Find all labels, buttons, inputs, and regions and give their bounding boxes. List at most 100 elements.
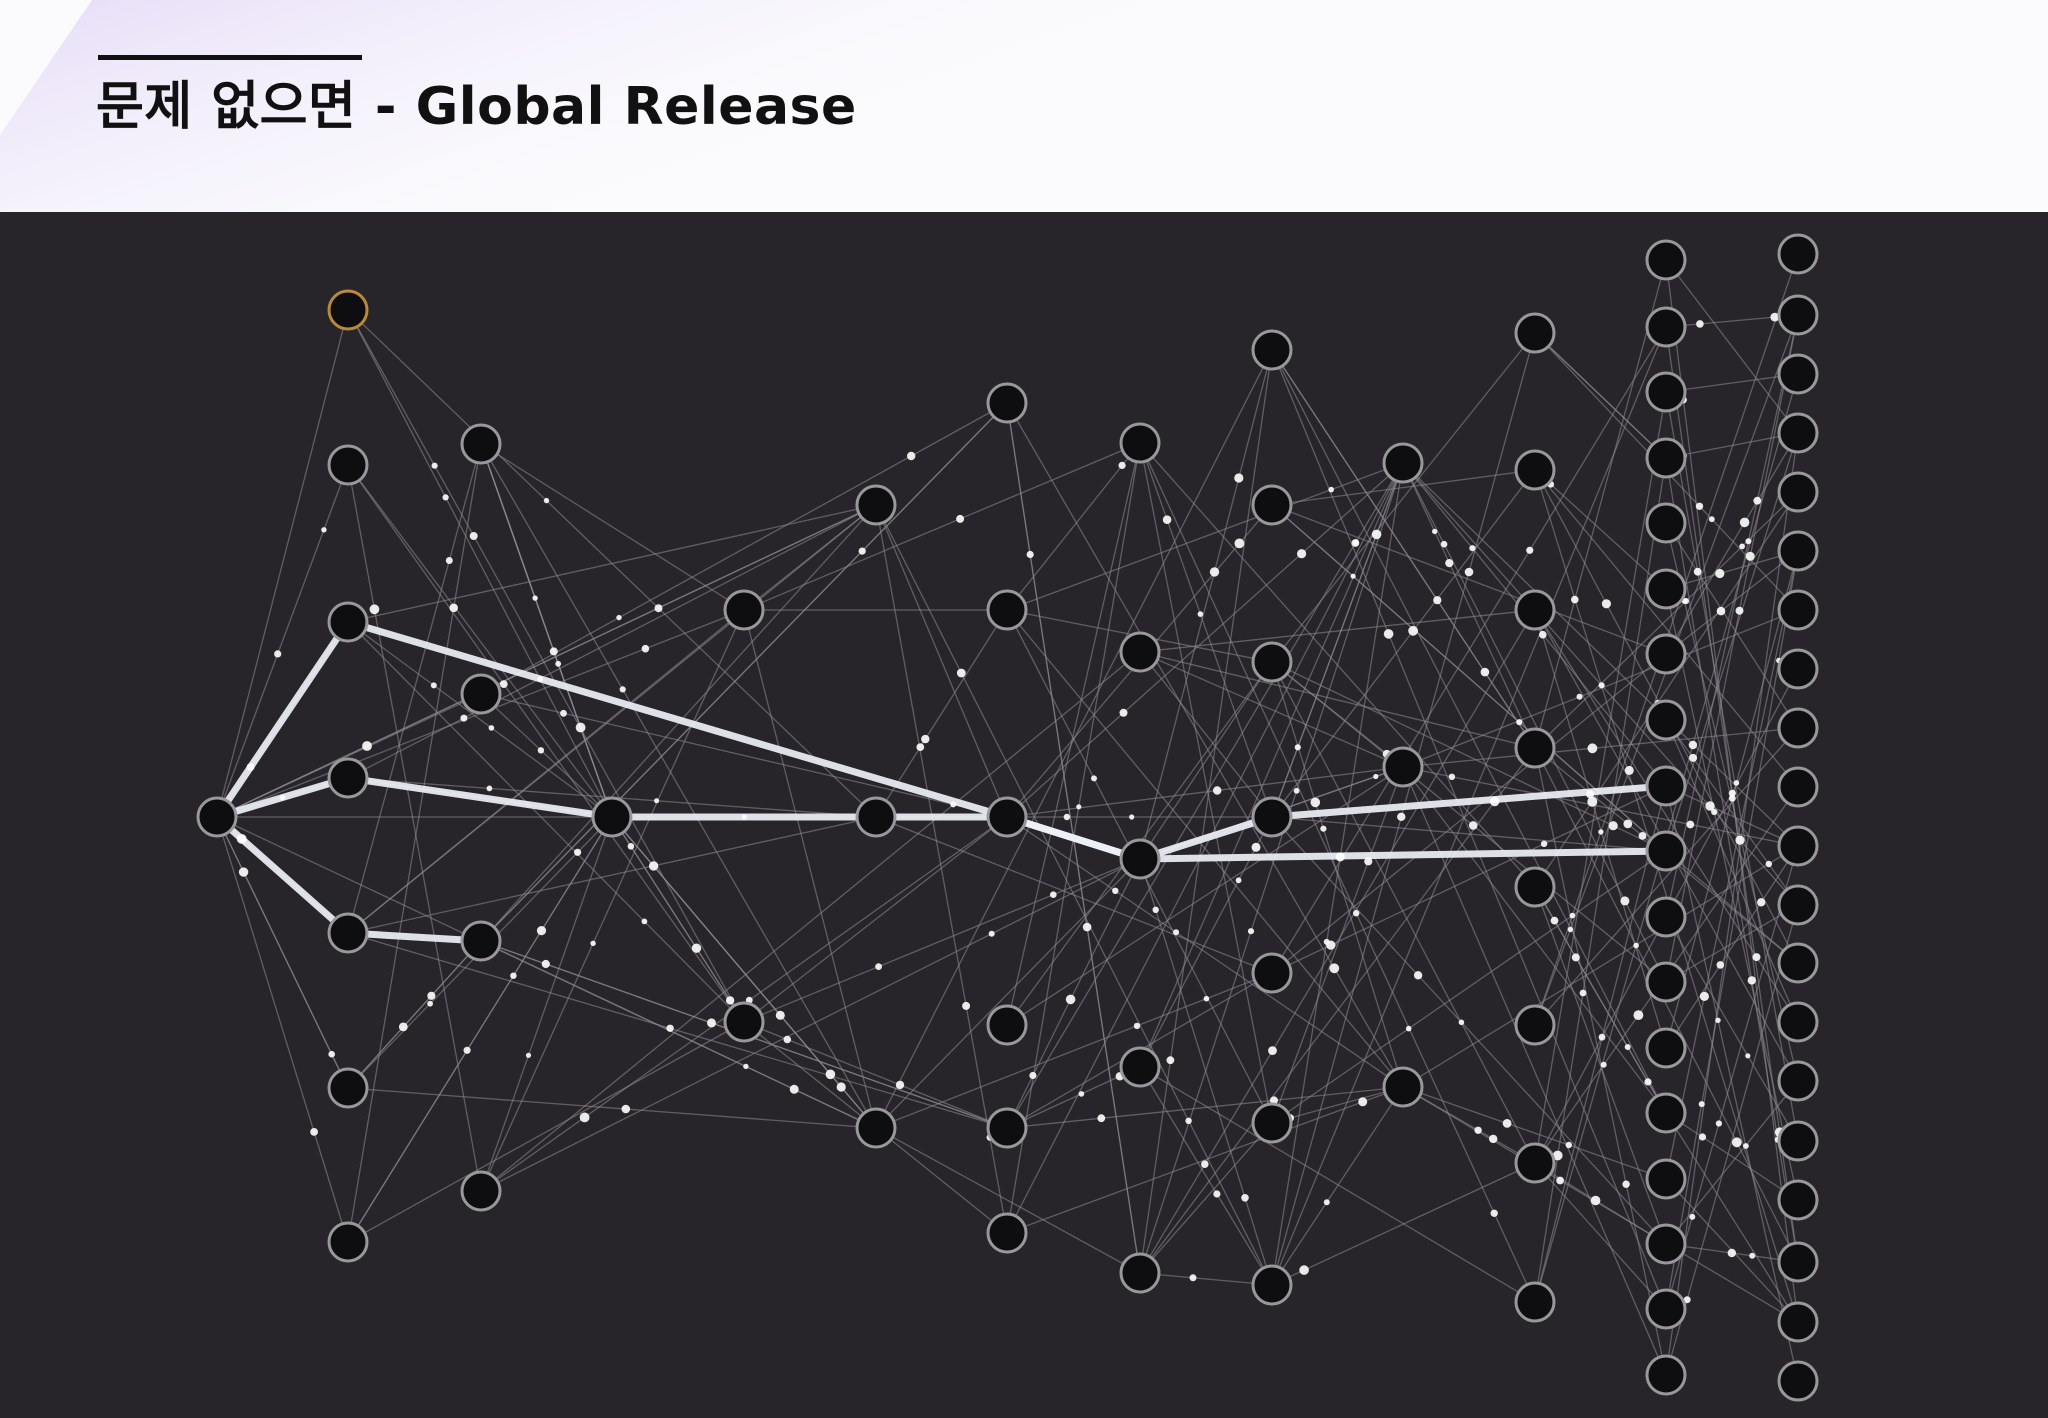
data-particle <box>1397 812 1406 821</box>
data-particle <box>1065 994 1076 1005</box>
graph-edge <box>480 443 877 1129</box>
graph-edge <box>1006 858 1141 1129</box>
graph-node <box>1777 884 1819 926</box>
graph-edge <box>347 621 613 818</box>
graph-node <box>1119 1046 1161 1088</box>
graph-node <box>1645 371 1687 413</box>
graph-node <box>986 1212 1028 1254</box>
graph-edge <box>1402 462 1799 847</box>
data-particle <box>1408 625 1418 636</box>
graph-node <box>1514 449 1556 491</box>
graph-node <box>1645 1158 1687 1200</box>
graph-node <box>1645 306 1687 348</box>
data-particle <box>1743 1143 1749 1149</box>
data-particle <box>1373 773 1379 780</box>
data-particle <box>1189 1274 1197 1282</box>
graph-edge <box>1665 785 1799 1382</box>
data-particle <box>1745 551 1755 561</box>
graph-edge <box>1271 504 1667 655</box>
data-particle <box>1698 1133 1707 1141</box>
graph-edge <box>1271 462 1404 818</box>
data-particle <box>1241 1194 1249 1202</box>
graph-edge <box>347 309 745 1023</box>
data-particle <box>789 1084 799 1094</box>
graph-edge <box>1271 766 1404 1124</box>
graph-edge <box>875 504 1008 1234</box>
graph-edge <box>1402 609 1799 768</box>
graph-edge <box>347 464 745 1023</box>
data-particle <box>1622 1180 1630 1188</box>
graph-node <box>723 1001 765 1043</box>
data-particle <box>369 604 380 615</box>
graph-edge <box>1665 785 1799 847</box>
graph-edge <box>1139 462 1404 1274</box>
graph-edge <box>1006 462 1404 818</box>
graph-edge <box>1534 1162 1667 1310</box>
data-particle <box>1353 910 1360 917</box>
data-particle <box>1464 567 1474 577</box>
data-particle <box>1728 789 1736 797</box>
graph-node <box>1645 437 1687 479</box>
graph-node <box>460 920 502 962</box>
graph-edge <box>1271 661 1536 1164</box>
data-particle <box>1433 596 1442 605</box>
graph-edge <box>1402 766 1667 1376</box>
graph-edge <box>480 816 613 1192</box>
graph-node <box>1777 1001 1819 1043</box>
graph-node <box>1777 707 1819 749</box>
graph-edge <box>1006 462 1404 611</box>
graph-edge <box>1271 469 1536 506</box>
data-particle <box>1364 857 1373 866</box>
data-particle <box>510 972 517 979</box>
graph-edge <box>1271 850 1667 1124</box>
data-particle <box>988 930 995 937</box>
data-particle <box>549 647 558 656</box>
graph-node <box>1251 1264 1293 1306</box>
graph-edge <box>1006 402 1404 1088</box>
graph-node <box>1777 1360 1819 1402</box>
data-particle <box>1571 595 1579 604</box>
graph-node <box>855 1107 897 1149</box>
graph-edge <box>347 504 877 779</box>
graph-edge <box>1271 332 1536 663</box>
data-particle <box>574 848 582 856</box>
graph-node <box>1514 589 1556 631</box>
graph-edge <box>1534 886 1667 1245</box>
data-particle <box>1490 796 1500 807</box>
graph-edge <box>480 858 1141 1192</box>
graph-node <box>327 912 369 954</box>
data-particle <box>1587 743 1598 754</box>
graph-node <box>1777 471 1819 513</box>
graph-edge <box>1534 457 1667 1303</box>
graph-edge <box>216 816 349 1089</box>
graph-edge <box>1271 326 1667 974</box>
data-particle <box>654 798 660 804</box>
graph-edge <box>216 816 349 1243</box>
graph-edge <box>1271 349 1536 749</box>
graph-edge <box>1271 1162 1536 1286</box>
title-rule <box>98 55 362 60</box>
data-particle <box>499 680 508 688</box>
graph-node <box>723 589 765 631</box>
data-particle <box>666 1024 674 1032</box>
data-particle <box>619 686 626 693</box>
data-particle <box>1050 891 1057 898</box>
data-particle <box>1731 1137 1742 1148</box>
data-particle <box>1608 821 1618 831</box>
data-particle <box>1733 780 1740 786</box>
data-particle <box>1490 1209 1498 1217</box>
data-particle <box>950 801 957 808</box>
data-particle <box>1152 906 1159 913</box>
graph-edge <box>347 940 482 1089</box>
graph-node <box>1645 1288 1687 1330</box>
graph-node <box>1514 312 1556 354</box>
data-particle <box>825 1069 836 1080</box>
data-particle <box>1745 1053 1751 1059</box>
data-particle <box>1323 938 1330 945</box>
graph-edge <box>1139 349 1273 1274</box>
graph-edge <box>743 858 1141 1023</box>
graph-edge <box>1665 588 1799 1201</box>
data-particle <box>1405 1025 1412 1032</box>
graph-edge <box>1534 1162 1667 1245</box>
graph-node <box>1777 589 1819 631</box>
